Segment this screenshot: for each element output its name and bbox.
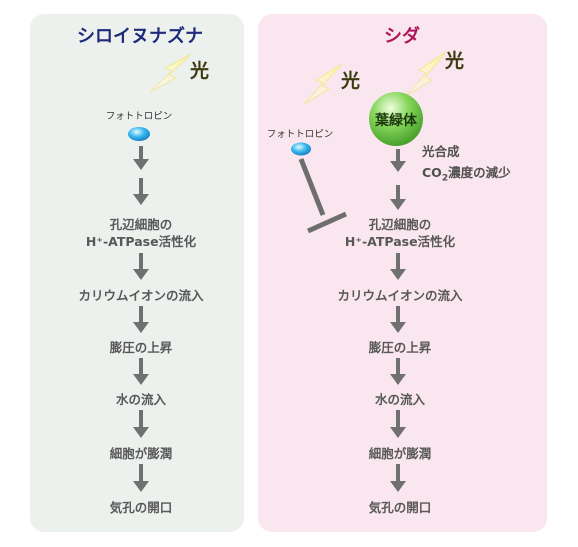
arrow-left-3-head bbox=[133, 269, 149, 280]
arrow-left-2-head bbox=[133, 194, 149, 205]
right-step-potassium: カリウムイオンの流入 bbox=[337, 288, 463, 303]
inhibition-arrow bbox=[298, 158, 326, 216]
left-step-turgor: 膨圧の上昇 bbox=[109, 340, 173, 355]
arrow-left-7-head bbox=[133, 481, 149, 492]
arrow-left-6-head bbox=[133, 427, 149, 438]
phototropin-label-right: フォトトロピン bbox=[266, 129, 334, 140]
chloroplast-label: 葉緑体 bbox=[375, 113, 417, 129]
arrow-right-5-head bbox=[390, 374, 406, 385]
lightning-icon-right-2 bbox=[405, 51, 447, 97]
arrow-left-4-head bbox=[133, 322, 149, 333]
chloroplast-icon bbox=[369, 92, 423, 146]
arrow-right-3-head bbox=[390, 269, 406, 280]
arrow-right-4-head bbox=[390, 322, 406, 333]
light-label-right-1: 光 bbox=[341, 70, 361, 92]
arrow-right-2-head bbox=[390, 199, 406, 210]
phototropin-icon-right bbox=[291, 142, 311, 156]
phototropin-icon-left bbox=[128, 127, 150, 141]
co2-decrease-label: CO2濃度の減少 bbox=[422, 165, 511, 184]
left-step-water: 水の流入 bbox=[115, 392, 167, 407]
arrow-right-6-head bbox=[390, 427, 406, 438]
title-fern: シダ bbox=[384, 26, 420, 47]
left-step-opening: 気孔の開口 bbox=[109, 500, 173, 515]
right-step-swelling: 細胞が膨潤 bbox=[368, 446, 432, 461]
arrow-left-1-head bbox=[133, 159, 149, 170]
phototropin-label-left: フォトトロピン bbox=[105, 111, 173, 122]
light-label-left: 光 bbox=[190, 60, 210, 82]
left-step-swelling: 細胞が膨潤 bbox=[109, 446, 173, 461]
inhibition-bar bbox=[306, 211, 348, 234]
arrow-left-5-head bbox=[133, 374, 149, 385]
photosynthesis-label: 光合成 bbox=[422, 144, 460, 159]
right-step-turgor: 膨圧の上昇 bbox=[368, 340, 432, 355]
arrow-right-7-head bbox=[390, 481, 406, 492]
left-step-potassium: カリウムイオンの流入 bbox=[78, 288, 204, 303]
title-arabidopsis: シロイヌナズナ bbox=[77, 26, 203, 47]
light-label-right-2: 光 bbox=[445, 50, 465, 72]
lightning-icon-right-1 bbox=[303, 63, 343, 105]
right-step-opening: 気孔の開口 bbox=[368, 500, 432, 515]
lightning-icon-left bbox=[149, 53, 192, 93]
arrow-right-1-head bbox=[390, 161, 406, 172]
right-step-water: 水の流入 bbox=[374, 392, 426, 407]
